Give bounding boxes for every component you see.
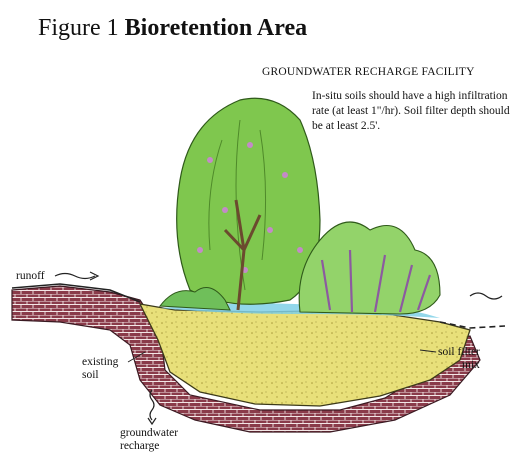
- soil-filter-label: soil filter mix: [438, 346, 480, 372]
- soil-filter-label-line2: mix: [438, 359, 480, 372]
- tree-icon: [177, 98, 320, 310]
- existing-soil-label: existing soil: [82, 356, 118, 382]
- existing-soil-label-line1: existing: [82, 356, 118, 369]
- groundwater-label-line2: recharge: [120, 440, 178, 453]
- runoff-label: runoff: [16, 270, 45, 283]
- groundwater-recharge-label: groundwater recharge: [120, 427, 178, 453]
- groundwater-label-line1: groundwater: [120, 427, 178, 440]
- existing-soil-label-line2: soil: [82, 369, 118, 382]
- soil-filter-label-line1: soil filter: [438, 346, 480, 359]
